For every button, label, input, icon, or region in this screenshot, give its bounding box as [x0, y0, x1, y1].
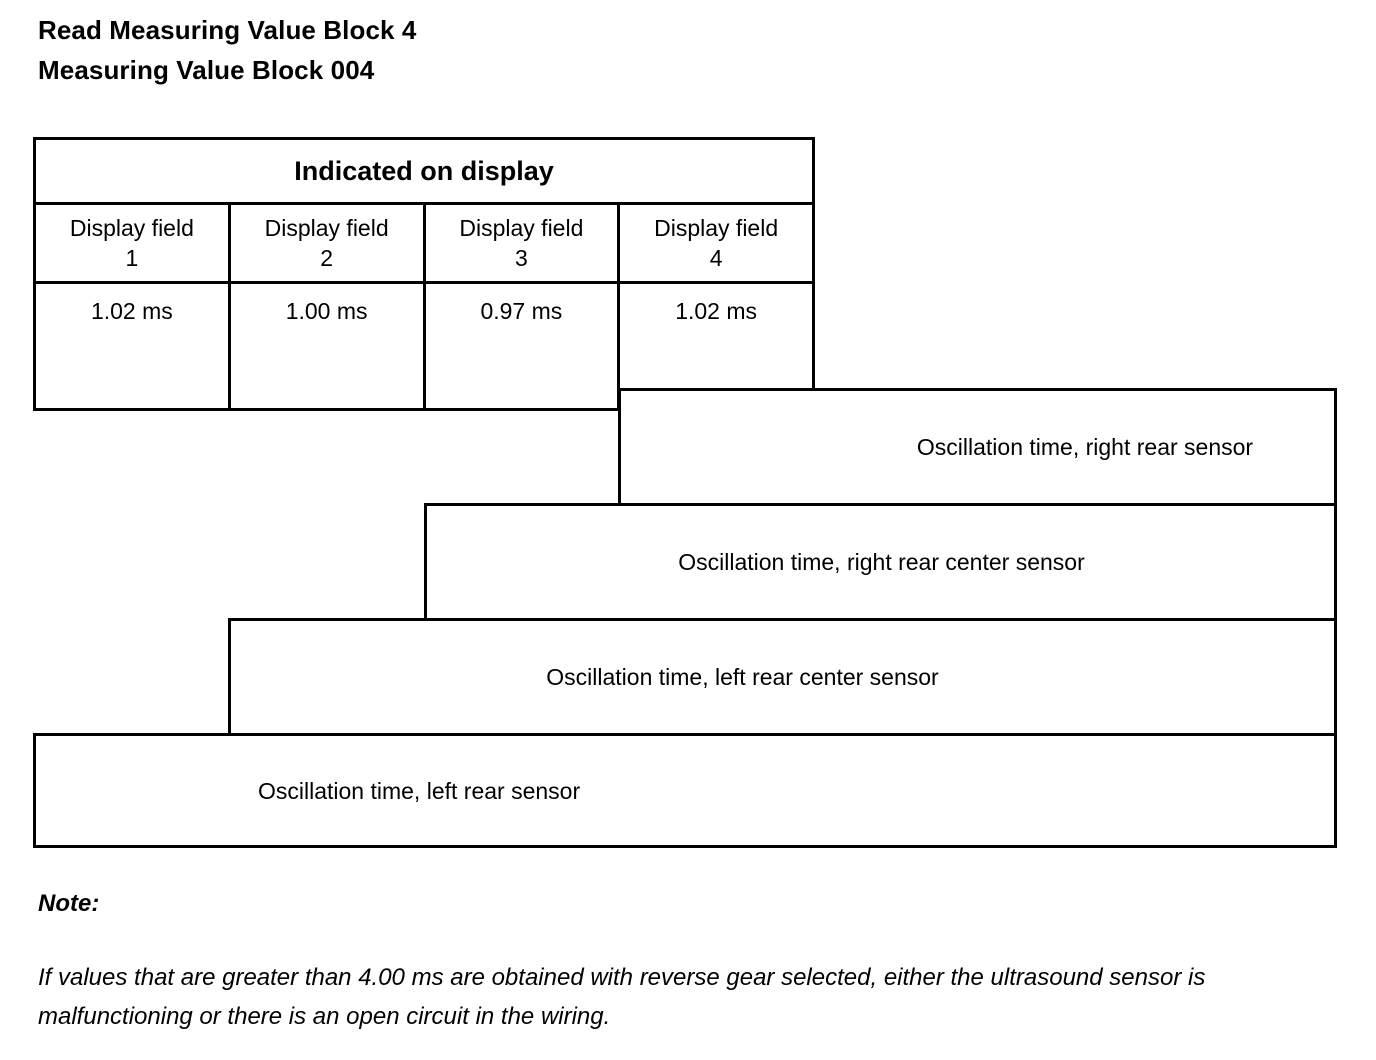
display-field-2-label: Display field: [264, 215, 389, 241]
display-field-4-label: Display field: [654, 215, 779, 241]
display-field-4-number: 4: [709, 245, 723, 271]
table-value-row: 1.02 ms 1.00 ms 0.97 ms 1.02 ms: [36, 284, 812, 408]
table-value-cell-3: 0.97 ms: [426, 284, 621, 408]
table-header-cell-4: Display field 4: [620, 205, 812, 281]
table-value-cell-2: 1.00 ms: [231, 284, 426, 408]
note-section: Note: If values that are greater than 4.…: [38, 888, 1328, 1036]
display-field-2-number: 2: [320, 245, 334, 271]
table-header-cell-3: Display field 3: [426, 205, 621, 281]
note-body: If values that are greater than 4.00 ms …: [38, 964, 1206, 1030]
table-header-row: Display field 1 Display field 2 Display …: [36, 205, 812, 281]
page-heading: Read Measuring Value Block 4 Measuring V…: [38, 10, 1338, 90]
display-field-3-number: 3: [514, 245, 528, 271]
table-header-cell-2: Display field 2: [231, 205, 426, 281]
table-header-cell-1: Display field 1: [36, 205, 231, 281]
description-box-left-rear-center-sensor: Oscillation time, left rear center senso…: [228, 618, 1337, 736]
display-field-1-label: Display field: [69, 215, 194, 241]
display-field-3-label: Display field: [459, 215, 584, 241]
table-value-cell-4: 1.02 ms: [675, 298, 758, 324]
description-text-3: Oscillation time, left rear center senso…: [546, 664, 939, 690]
description-text-4: Oscillation time, left rear sensor: [258, 777, 581, 804]
table-header-divider: [36, 281, 812, 284]
note-label: Note:: [38, 890, 100, 917]
table-title-row: Indicated on display: [36, 140, 812, 202]
display-fields-table: Indicated on display Display field 1 Dis…: [33, 137, 815, 411]
page-title-line-1: Read Measuring Value Block 4: [38, 15, 417, 45]
description-text-2: Oscillation time, right rear center sens…: [678, 549, 1085, 575]
display-field-1-number: 1: [125, 245, 139, 271]
description-box-right-rear-center-sensor: Oscillation time, right rear center sens…: [424, 503, 1337, 621]
description-box-left-rear-sensor: Oscillation time, left rear sensor: [33, 733, 1337, 848]
page-title-line-2: Measuring Value Block 004: [38, 55, 375, 85]
table-title: Indicated on display: [294, 156, 554, 186]
description-text-1: Oscillation time, right rear sensor: [916, 434, 1254, 460]
table-title-divider: [36, 202, 812, 205]
description-box-right-rear-sensor: Oscillation time, right rear sensor: [618, 388, 1337, 506]
table-value-cell-1: 1.02 ms: [36, 284, 231, 408]
